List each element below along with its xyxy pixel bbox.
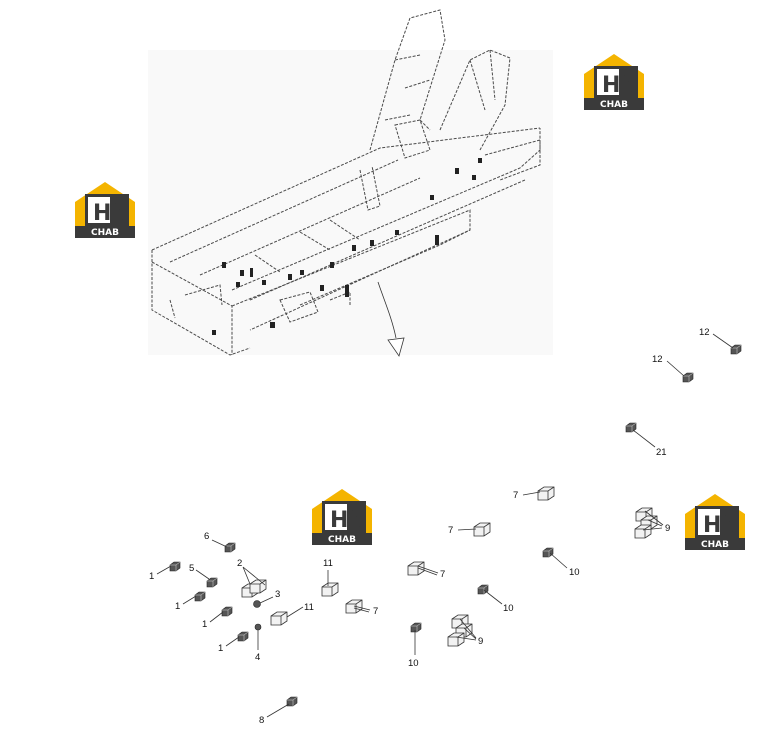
- watermark-logo-3: H3 CHAB: [312, 489, 372, 545]
- part-10-b: [477, 584, 489, 595]
- part-10-c: [410, 622, 422, 633]
- chassis-frame-drawing: [148, 9, 553, 357]
- svg-text:CHAB: CHAB: [91, 228, 119, 238]
- leader-lines: [156, 333, 734, 718]
- callout-9-b: 9: [478, 636, 483, 647]
- callout-4: 4: [255, 652, 260, 663]
- callout-11-b: 11: [304, 602, 314, 613]
- callout-1-c: 1: [202, 619, 207, 630]
- watermark-logo-4: H3 CHAB: [685, 494, 745, 550]
- callout-6: 6: [204, 531, 209, 542]
- callout-9-a: 9: [665, 523, 670, 534]
- callout-1-d: 1: [218, 643, 223, 654]
- part-11-a: [321, 582, 339, 597]
- callout-numbers: 12 12 21 7 7 7 7 9 9 10 10 10 11 11 6 5 …: [149, 327, 710, 726]
- callout-3: 3: [275, 589, 280, 600]
- part-1-b: [194, 591, 206, 602]
- svg-text:H3: H3: [330, 508, 364, 533]
- part-7-c: [407, 561, 425, 576]
- watermark-logo-2: H3 CHAB: [75, 182, 135, 238]
- part-9-b3: [447, 632, 465, 647]
- callout-7-d: 7: [373, 606, 378, 617]
- callout-7-c: 7: [440, 569, 445, 580]
- part-21: [625, 422, 637, 433]
- part-2-b: [249, 579, 267, 594]
- callout-12-upper: 12: [699, 327, 710, 338]
- svg-text:H3: H3: [602, 73, 636, 98]
- part-6: [224, 542, 236, 553]
- part-4: [254, 623, 262, 631]
- svg-text:CHAB: CHAB: [701, 540, 729, 550]
- callout-21: 21: [656, 447, 667, 458]
- parts: [169, 344, 742, 707]
- svg-text:H3: H3: [703, 513, 737, 538]
- callout-7-b: 7: [448, 525, 453, 536]
- callout-2: 2: [237, 558, 242, 569]
- part-12-upper: [730, 344, 742, 355]
- callout-10-a: 10: [569, 567, 580, 578]
- callout-5: 5: [189, 563, 194, 574]
- svg-text:CHAB: CHAB: [328, 535, 356, 545]
- callout-1-a: 1: [149, 571, 154, 582]
- part-1-c: [221, 606, 233, 617]
- callout-12-lower: 12: [652, 354, 663, 365]
- callout-11-a: 11: [323, 558, 333, 569]
- watermark-logo-1: H3 CHAB: [584, 54, 644, 110]
- part-5: [206, 577, 218, 588]
- part-9-a3: [634, 524, 652, 539]
- part-7-a: [537, 486, 555, 501]
- part-12-lower: [682, 372, 694, 383]
- callout-7-a: 7: [513, 490, 518, 501]
- part-1-a: [169, 561, 181, 572]
- svg-text:CHAB: CHAB: [600, 100, 628, 110]
- callout-10-b: 10: [503, 603, 514, 614]
- part-1-d: [237, 631, 249, 642]
- part-3: [253, 600, 261, 608]
- part-7-b: [473, 522, 491, 537]
- callout-1-b: 1: [175, 601, 180, 612]
- callout-8: 8: [259, 715, 264, 726]
- part-11-b: [270, 611, 288, 626]
- part-7-d: [345, 599, 363, 614]
- part-10-a: [542, 547, 554, 558]
- svg-text:H3: H3: [93, 201, 127, 226]
- callout-10-c: 10: [408, 658, 419, 669]
